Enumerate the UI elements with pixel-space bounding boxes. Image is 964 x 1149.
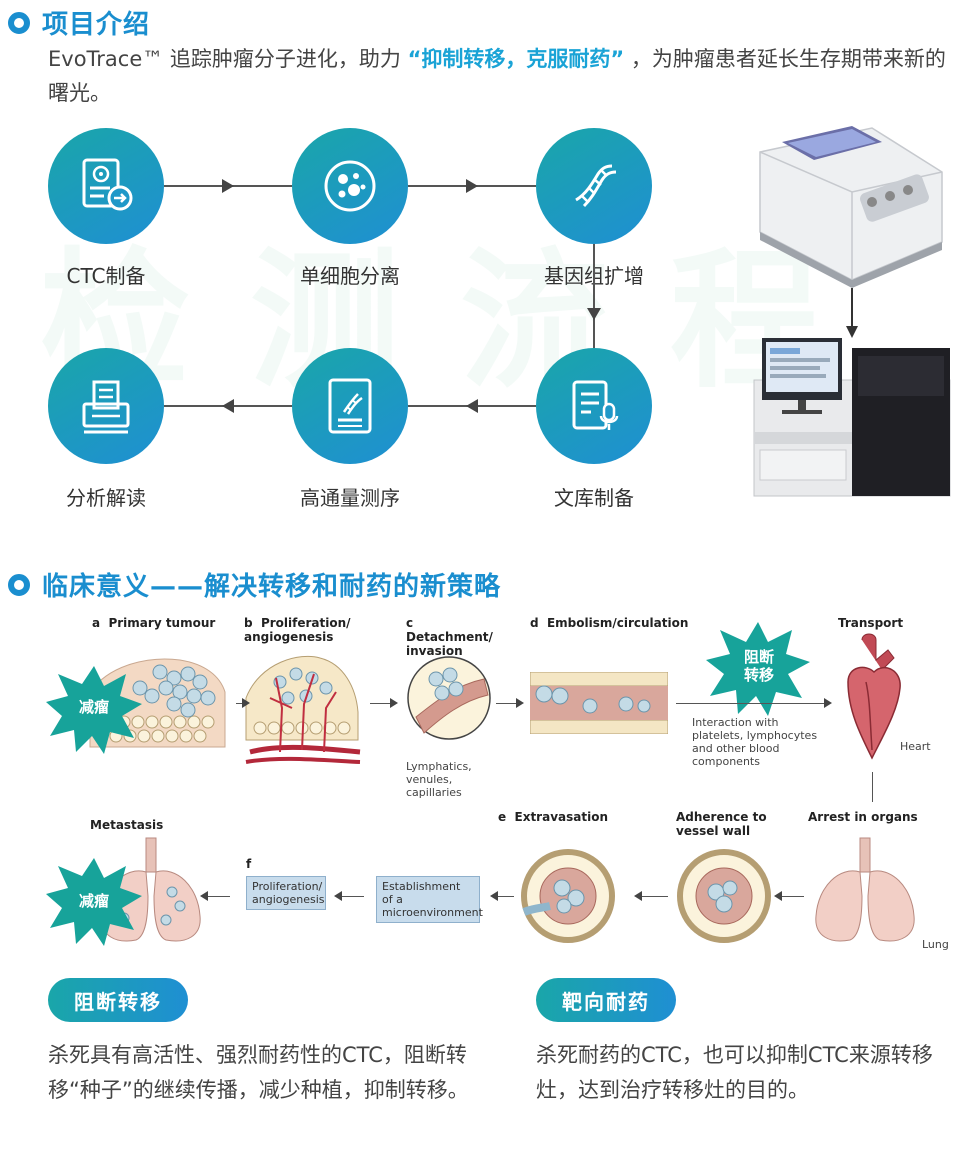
arrow-right-icon (516, 698, 524, 708)
circulation-vessel-image (530, 672, 668, 734)
diagram-label-a: a Primary tumour (92, 616, 216, 630)
lab-instruments-image (753, 126, 951, 497)
arrow-right-icon (222, 179, 234, 193)
arrow-down-icon (587, 308, 601, 320)
diagram-label-b: b Proliferation/ angiogenesis (244, 616, 351, 644)
diagram-label-f: f (246, 857, 252, 871)
document-arrow-icon (82, 158, 133, 211)
arrow-left-icon (334, 891, 342, 901)
printer-report-icon (82, 380, 130, 434)
circle-bullet-icon (8, 573, 30, 596)
connector-line (593, 244, 595, 348)
document-mic-icon (572, 380, 619, 430)
intro-highlight: “抑制转移，克服耐药” (407, 47, 625, 71)
dna-icon (575, 164, 617, 208)
dna-document-icon (328, 378, 372, 434)
lung-label: Lung (922, 938, 949, 951)
label-microenvironment-box: Establishment of a microenvironment (376, 876, 483, 923)
paragraph-target-resistance: 杀死耐药的CTC，也可以抑制CTC来源转移灶，达到治疗转移灶的目的。 (536, 1043, 933, 1102)
burst-starburst-icon (46, 858, 142, 946)
diagram-label-e: e Extravasation (498, 810, 608, 824)
arrow-left-icon (466, 399, 478, 413)
step-label-single-cell: 单细胞分离 (300, 264, 400, 288)
paragraph-block-metastasis: 杀死具有高活性、强烈耐药性的CTC，阻断转移“种子”的继续传播，减少种植，抑制转… (48, 1043, 469, 1102)
step-label-analysis: 分析解读 (66, 486, 146, 510)
cell-dish-icon (324, 160, 376, 212)
pill-block-metastasis: 阻断转移 (48, 978, 188, 1022)
burst-starburst-icon (46, 666, 142, 754)
heart-label: Heart (900, 740, 931, 753)
burst-text-block: 阻断转移 (743, 648, 774, 684)
step-label-library: 文库制备 (554, 486, 634, 510)
section-title-clinical: 临床意义——解决转移和耐药的新策略 (8, 566, 501, 603)
diagram-label-adherence: Adherence to vessel wall (676, 810, 767, 838)
sequencing-step (292, 348, 408, 464)
angiogenesis-image (245, 655, 361, 764)
diagram-label-transport: Transport (838, 616, 904, 630)
arrow-left-icon (634, 891, 642, 901)
diagram-note-vessels: Lymphatics, venules, capillaries (406, 760, 472, 799)
circle-bullet-icon (8, 11, 30, 34)
extravasation-image (521, 849, 615, 943)
label-proliferation-box: Proliferation/ angiogenesis (246, 876, 326, 910)
analysis-step (48, 348, 164, 464)
lungs-image (815, 837, 915, 942)
arrow-right-icon (390, 698, 398, 708)
arrow-right-icon (466, 179, 478, 193)
invasion-image (407, 656, 491, 740)
diagram-label-c: c Detachment/ invasion (406, 616, 493, 658)
pill-target-resistance: 靶向耐药 (536, 978, 676, 1022)
burst-text-reduce-2: 减瘤 (78, 892, 109, 910)
heart-image (847, 633, 901, 760)
genome-amp-step (536, 128, 652, 244)
intro-paragraph: EvoTrace™ 追踪肿瘤分子进化，助力 “抑制转移，克服耐药” ，为肿瘤患者… (48, 47, 946, 105)
arrow-left-icon (490, 891, 498, 901)
diagram-note-blood: Interaction with platelets, lymphocytes … (692, 716, 818, 768)
diagram-label-metastasis: Metastasis (90, 818, 164, 832)
burst-text-reduce-1: 减瘤 (78, 698, 109, 716)
step-label-ctc: CTC制备 (66, 264, 146, 288)
adherence-image (677, 849, 771, 943)
single-cell-step (292, 128, 408, 244)
library-prep-step (536, 348, 652, 464)
watermark-text: 检测流程 (40, 235, 881, 409)
arrow-left-icon (200, 891, 208, 901)
arrow-left-icon (222, 399, 234, 413)
arrow-left-icon (774, 891, 782, 901)
section-title-intro: 项目介绍 (8, 4, 150, 41)
arrow-right-icon (242, 698, 250, 708)
section-title-text: 项目介绍 (42, 10, 151, 40)
arrow-right-icon (824, 698, 832, 708)
burst-starburst-icon (706, 622, 810, 716)
diagram-label-arrest: Arrest in organs (808, 810, 918, 824)
section-title-text: 临床意义——解决转移和耐药的新策略 (42, 572, 502, 602)
ctc-prep-step (48, 128, 164, 244)
step-label-sequencing: 高通量测序 (300, 486, 400, 510)
diagram-label-d: d Embolism/circulation (530, 616, 689, 630)
